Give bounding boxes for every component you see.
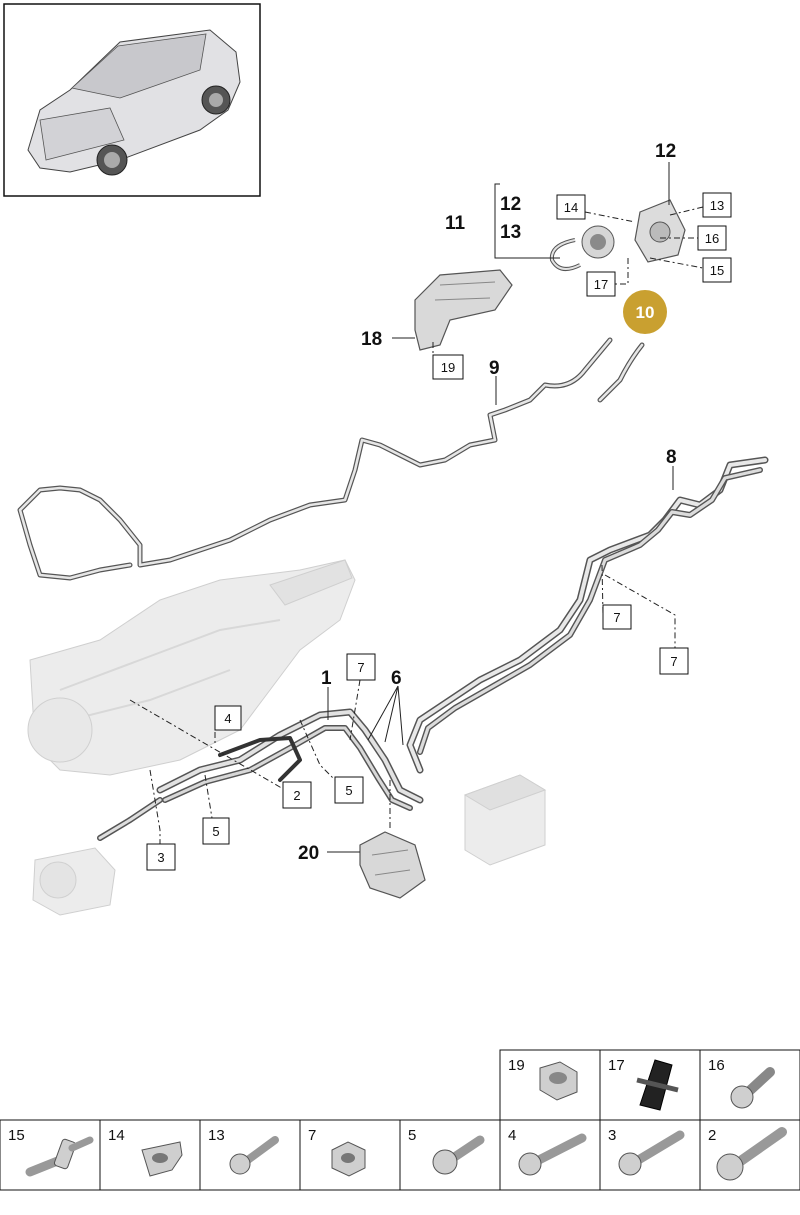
table-cell-17: 17 (608, 1057, 625, 1074)
pump-assembly-11 (549, 199, 686, 271)
table-cell-15: 15 (8, 1127, 25, 1144)
callout-6: 6 (391, 668, 402, 689)
svg-text:14: 14 (564, 200, 578, 215)
vehicle-thumbnail (3, 3, 261, 197)
bolt-5-icon (432, 1135, 485, 1175)
svg-text:15: 15 (710, 263, 724, 278)
svg-text:2: 2 (293, 788, 300, 803)
spacer-nut-icon (141, 1141, 183, 1177)
svg-text:7: 7 (357, 660, 364, 675)
plain-callouts: 12 11 12 13 18 9 8 1 6 20 (298, 141, 677, 864)
svg-text:16: 16 (705, 231, 719, 246)
table-cell-14: 14 (108, 1127, 125, 1144)
table-cell-7: 7 (308, 1127, 316, 1144)
parts-table: 19 17 16 15 14 13 7 5 4 3 2 (0, 1049, 800, 1191)
callout-18: 18 (361, 329, 382, 350)
callout-box-3: 3 (146, 843, 176, 871)
callout-box-19: 19 (432, 354, 464, 380)
table-cell-4: 4 (508, 1127, 516, 1144)
flange-nut-icon (331, 1141, 366, 1177)
transmission-ghost (27, 559, 356, 776)
callout-11: 11 (445, 213, 466, 234)
clip-icon (636, 1059, 679, 1111)
callout-box-4: 4 (214, 705, 242, 731)
svg-text:17: 17 (594, 277, 608, 292)
callout-8: 8 (666, 447, 677, 468)
table-cell-3: 3 (608, 1127, 616, 1144)
svg-text:3: 3 (157, 850, 164, 865)
svg-text:7: 7 (670, 654, 677, 669)
table-cell-2: 2 (708, 1127, 716, 1144)
table-cell-5: 5 (408, 1127, 416, 1144)
callout-1: 1 (321, 668, 332, 689)
callout-20: 20 (298, 843, 319, 864)
svg-text:4: 4 (224, 711, 231, 726)
refrigerant-lines-1-6 (97, 708, 424, 841)
callout-box-5-center: 5 (334, 776, 364, 804)
boxed-callouts: 14 13 16 15 17 19 7 7 (146, 192, 732, 871)
callout-box-7-right-lower: 7 (659, 647, 689, 675)
solid-leaders (327, 162, 674, 853)
svg-text:13: 13 (710, 198, 724, 213)
svg-text:19: 19 (441, 360, 455, 375)
callout-9: 9 (489, 358, 500, 379)
wiring-harness-9 (17, 337, 645, 581)
callout-10-highlighted[interactable]: 10 (623, 290, 667, 334)
bolt-2-icon (716, 1127, 787, 1181)
coolant-line-8 (406, 456, 769, 774)
leader-lines (129, 206, 704, 845)
module-ghost (463, 774, 547, 866)
table-cell-16: 16 (708, 1057, 725, 1074)
callout-box-7-center: 7 (346, 653, 376, 681)
svg-text:7: 7 (613, 610, 620, 625)
callout-box-15: 15 (702, 257, 732, 283)
bolt-3-icon (618, 1130, 685, 1176)
bolt-icon (730, 1067, 775, 1109)
callout-12-top: 12 (655, 141, 676, 162)
table-cell-13: 13 (208, 1127, 225, 1144)
bolt-13-icon (229, 1136, 279, 1175)
callout-box-7-right-upper: 7 (602, 604, 632, 630)
callout-box-2: 2 (282, 781, 312, 809)
compressor-ghost (32, 847, 116, 916)
bracket-18 (414, 269, 513, 351)
callout-box-14: 14 (556, 194, 586, 220)
svg-text:10: 10 (636, 303, 655, 322)
callout-box-13: 13 (702, 192, 732, 218)
hex-nut-icon (539, 1061, 578, 1101)
callout-box-5-left: 5 (202, 817, 230, 845)
table-cell-19: 19 (508, 1057, 525, 1074)
callout-box-16: 16 (697, 225, 727, 251)
heat-shield-20 (359, 831, 426, 899)
bolt-4-icon (518, 1133, 587, 1176)
callout-13-group: 13 (500, 222, 521, 243)
callout-12-group: 12 (500, 194, 521, 215)
svg-text:5: 5 (212, 824, 219, 839)
stud-bolt-icon (25, 1136, 94, 1177)
callout-box-17: 17 (586, 271, 616, 297)
svg-text:5: 5 (345, 783, 352, 798)
